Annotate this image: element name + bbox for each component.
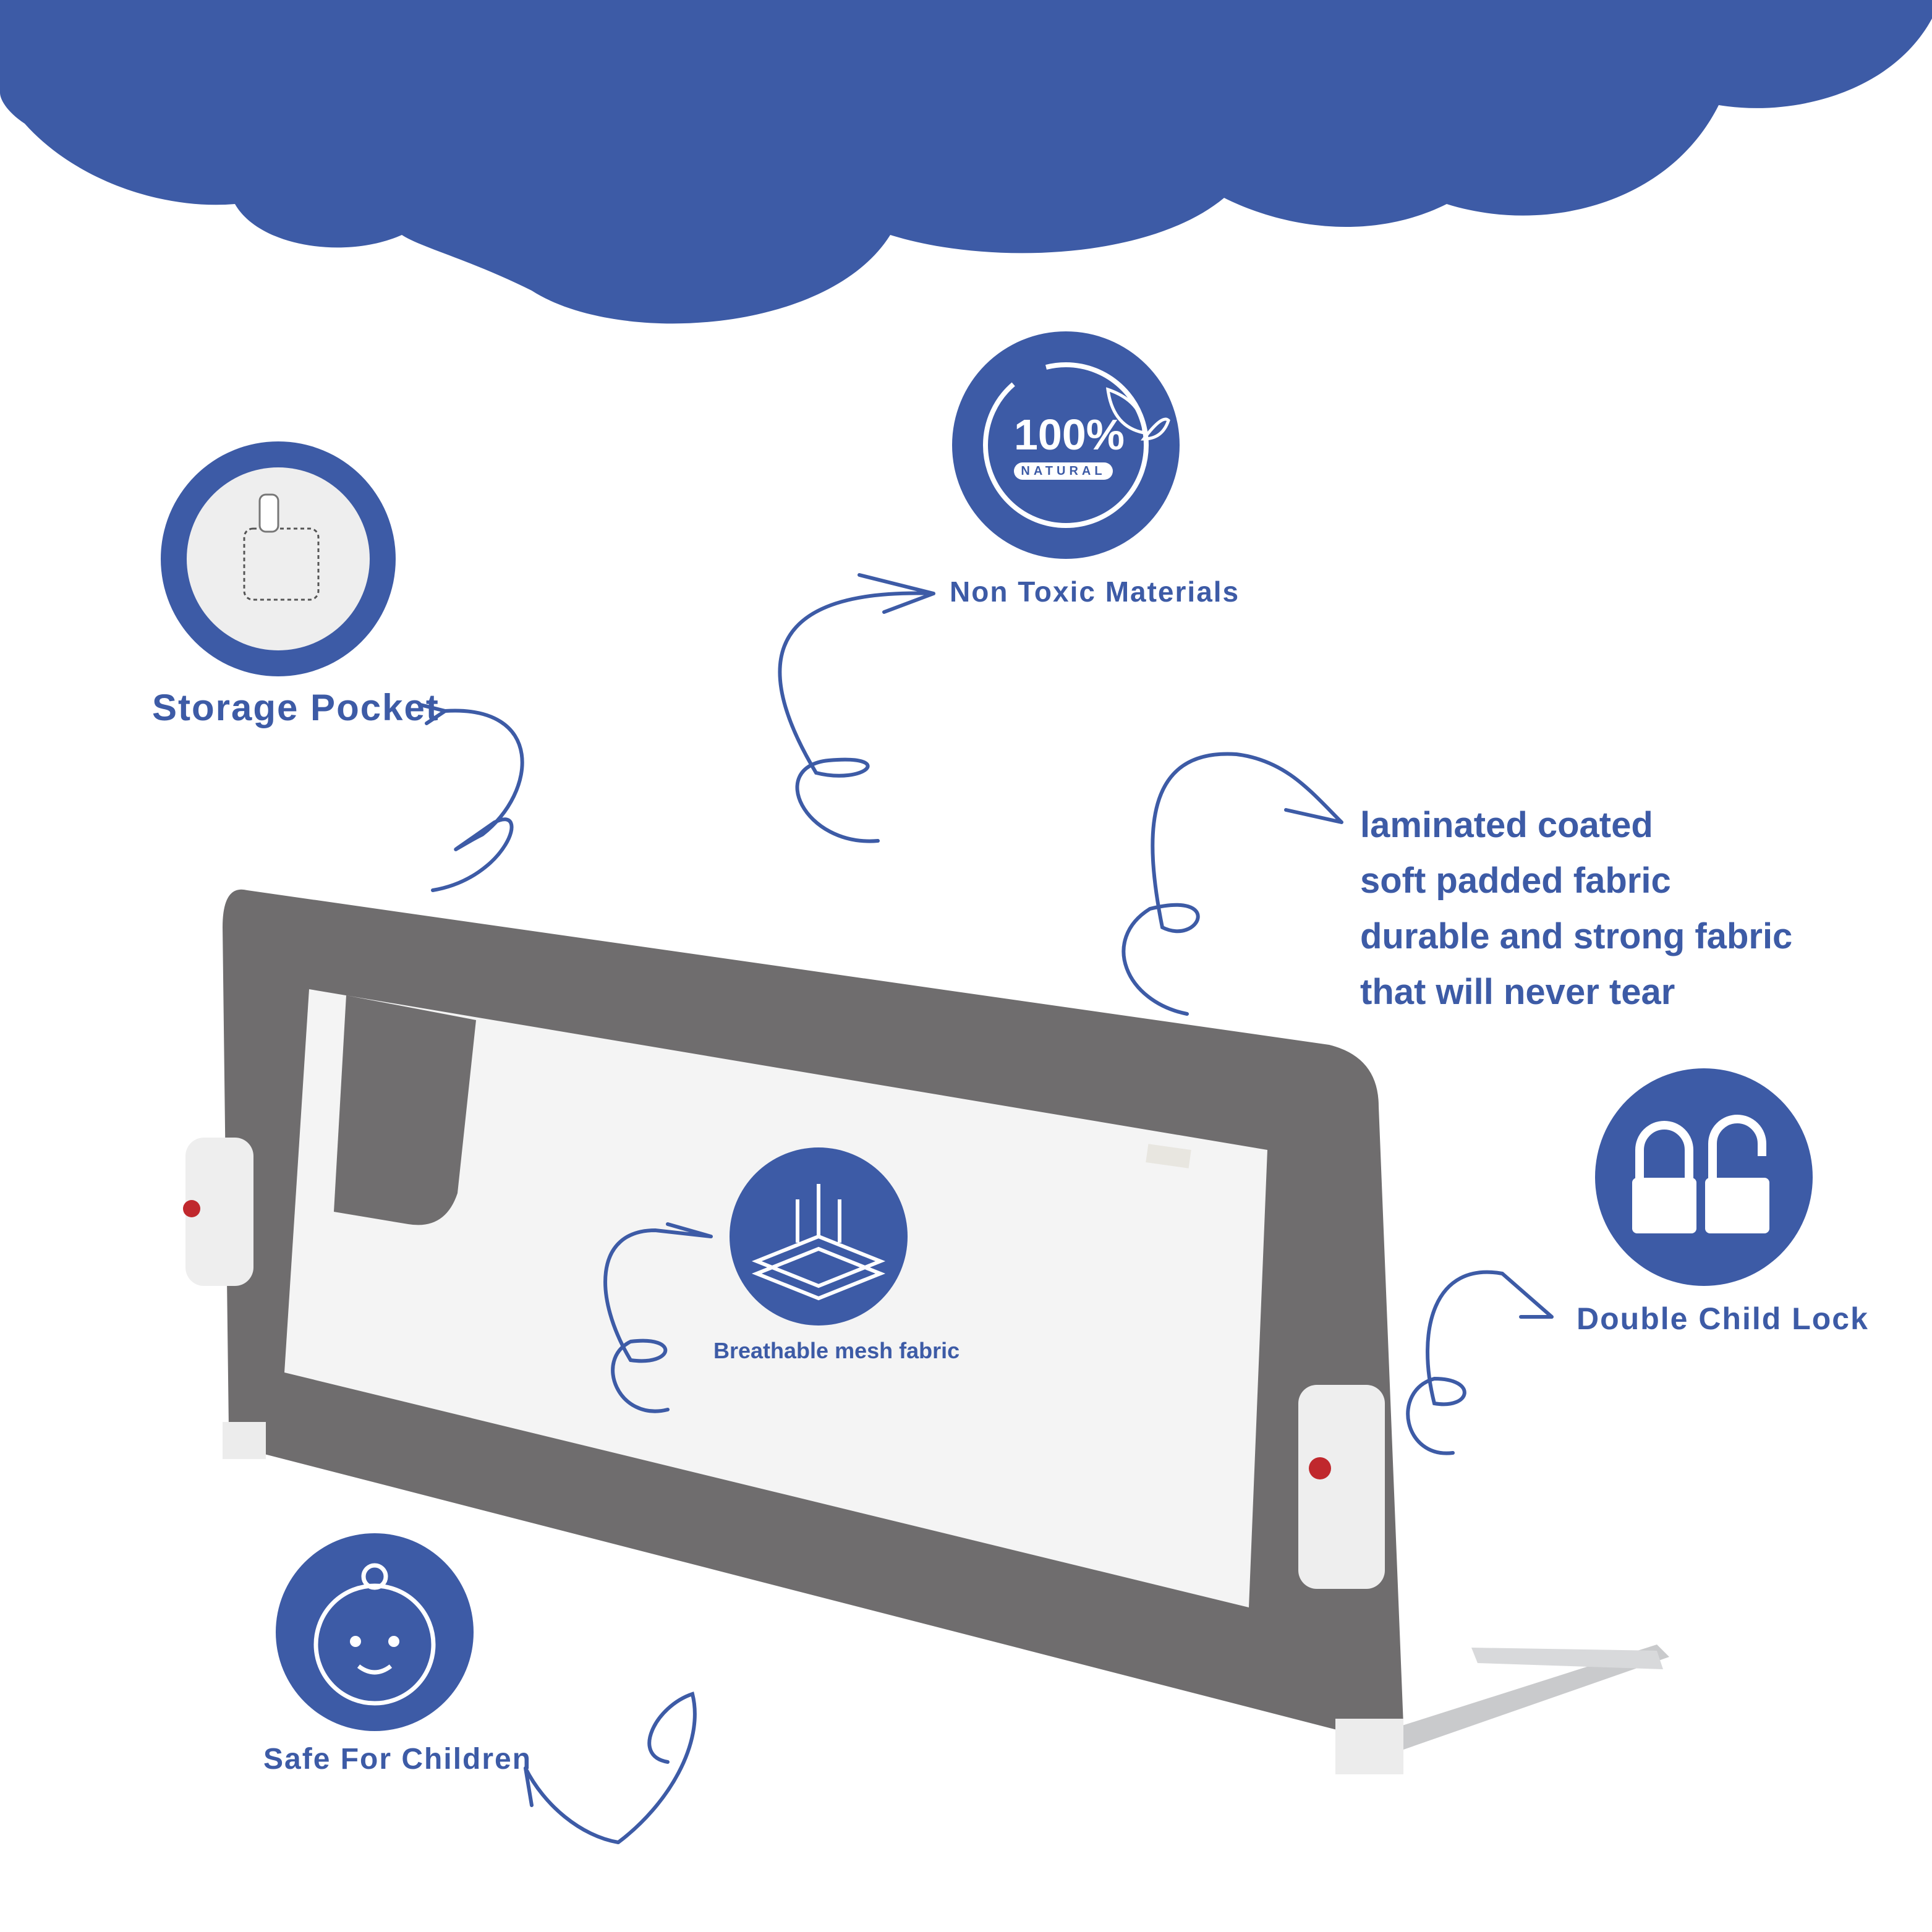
bottle-pocket-icon (243, 527, 320, 601)
storage-pocket (334, 995, 476, 1225)
double-lock-badge (1595, 1068, 1813, 1286)
fabric-features-list: laminated coated soft padded fabric dura… (1360, 798, 1792, 1020)
safe-children-badge (276, 1533, 474, 1731)
non-toxic-label: Non Toxic Materials (950, 576, 1240, 608)
arrow-safe (524, 1692, 697, 1844)
airflow-layers-icon (751, 1184, 886, 1301)
feature-line: that will never tear (1360, 972, 1675, 1012)
storage-pocket-badge (161, 441, 396, 676)
breathable-badge (730, 1147, 908, 1326)
safe-children-label: Safe For Children (263, 1743, 532, 1776)
padlock-icon (1632, 1115, 1769, 1233)
lock-hinge-right (1298, 1385, 1403, 1774)
arrow-non-toxic (778, 573, 935, 843)
arrow-fabric (1121, 752, 1343, 1016)
leaf-icon (1105, 387, 1170, 441)
baby-face-icon (313, 1563, 436, 1706)
feature-line: durable and strong fabric (1360, 916, 1793, 956)
natural-percent: 100% (1014, 411, 1125, 459)
feature-line: laminated coated (1360, 805, 1653, 845)
cloud-banner (0, 0, 1932, 324)
lock-hinge-left (183, 1138, 266, 1459)
storage-pocket-label: Storage Pocket (152, 687, 440, 728)
natural-label: NATURAL (1021, 464, 1106, 478)
double-lock-label: Double Child Lock (1577, 1301, 1869, 1336)
breathable-label: Breathable mesh fabric (713, 1338, 960, 1363)
arrow-breathable (603, 1222, 713, 1413)
support-leg (1385, 1645, 1669, 1750)
feature-line: soft padded fabric (1360, 861, 1671, 901)
non-toxic-badge (952, 331, 1180, 559)
arrow-lock (1406, 1270, 1554, 1455)
arrow-storage (419, 703, 524, 892)
